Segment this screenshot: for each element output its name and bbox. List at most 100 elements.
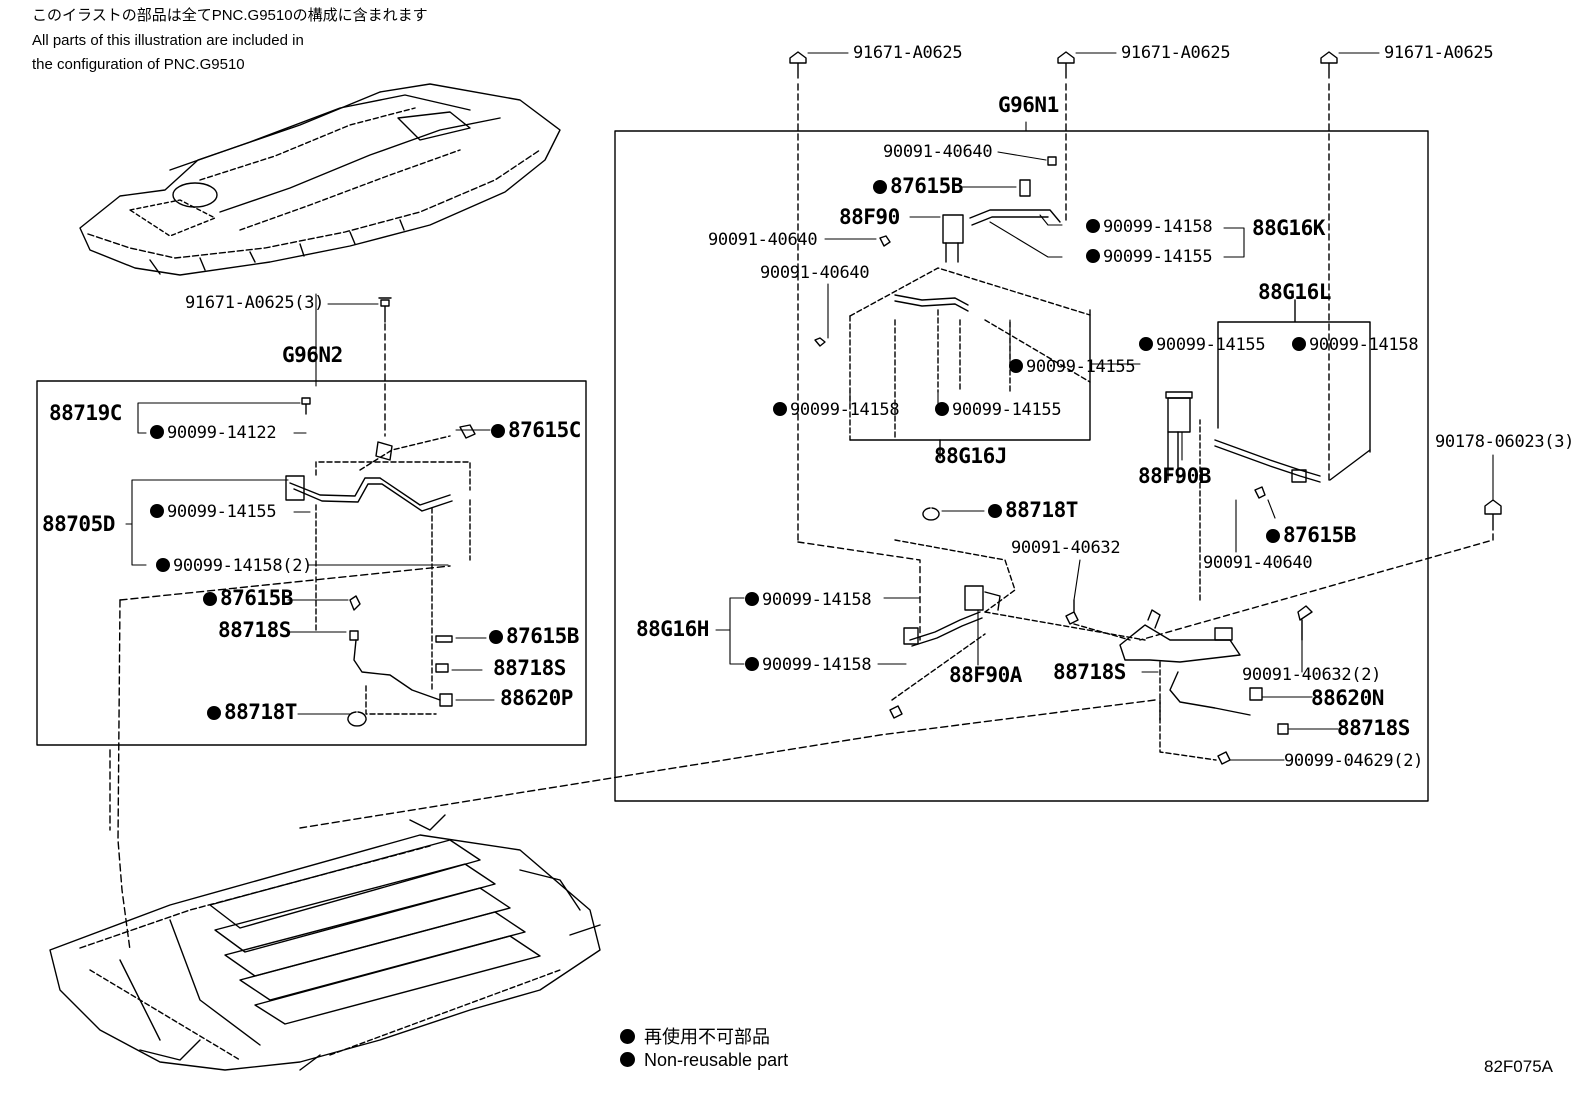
part-number: 90099-14155 — [952, 400, 1062, 420]
illustration-code: 82F075A — [1484, 1057, 1553, 1076]
group-box-left — [36, 380, 587, 746]
label-90099-14155: 90099-14155 — [150, 502, 277, 522]
part-number: 90099-14155 — [1026, 357, 1136, 377]
label-90178-06023-3: 90178-06023(3) — [1435, 432, 1575, 452]
note-english-line2: the configuration of PNC.G9510 — [32, 56, 245, 73]
note-english-line1: All parts of this illustration are inclu… — [32, 32, 304, 49]
non-reusable-mark — [491, 424, 505, 438]
part-number: 90099-14158 — [762, 590, 872, 610]
non-reusable-mark — [1139, 337, 1153, 351]
label-88718t-left: 88718T — [207, 700, 297, 724]
label-90091-40640-d: 90091-40640 — [1203, 553, 1313, 573]
legend-text: Non-reusable part — [644, 1050, 789, 1070]
label-91671-a0625-a: 91671-A0625 — [853, 43, 963, 63]
legend-non-reusable-jp: 再使用不可部品 — [620, 1023, 770, 1049]
label-91671-a0625-3: 91671-A0625(3) — [185, 293, 325, 313]
non-reusable-mark — [1292, 337, 1306, 351]
label-88620n: 88620N — [1311, 686, 1384, 710]
non-reusable-mark — [150, 504, 164, 518]
part-number: 90099-14122 — [167, 423, 277, 443]
non-reusable-mark — [489, 630, 503, 644]
label-88g16k: 88G16K — [1252, 216, 1325, 240]
non-reusable-mark — [1086, 219, 1100, 233]
label-87615b-right-b: 87615B — [1266, 523, 1356, 547]
note-japanese: このイラストの部品は全てPNC.G9510の構成に含まれます — [32, 7, 428, 24]
label-88f90: 88F90 — [839, 205, 900, 229]
label-88g16h: 88G16H — [636, 617, 709, 641]
label-88620p: 88620P — [500, 686, 573, 710]
label-90099-14158-d: 90099-14158 — [745, 590, 872, 610]
label-88718s-left-b: 88718S — [493, 656, 566, 680]
label-87615b-left-b: 87615B — [489, 626, 579, 647]
legend-dot — [620, 1052, 635, 1067]
label-88718t-right: 88718T — [988, 500, 1078, 521]
label-90099-14158-2: 90099-14158(2) — [156, 556, 312, 576]
non-reusable-mark — [935, 402, 949, 416]
non-reusable-mark — [745, 657, 759, 671]
part-number: 90099-14158 — [1103, 217, 1213, 237]
label-90099-14155-c: 90099-14155 — [1009, 357, 1136, 377]
part-number: 90099-14155 — [1103, 247, 1213, 267]
label-90091-40640-c: 90091-40640 — [760, 263, 870, 283]
part-number: 88718T — [224, 700, 297, 724]
label-90091-40632-2: 90091-40632(2) — [1242, 665, 1382, 685]
label-90099-04629-2: 90099-04629(2) — [1284, 751, 1424, 771]
battery-cover-illustration — [79, 83, 561, 276]
non-reusable-mark — [207, 706, 221, 720]
label-88705d: 88705D — [42, 512, 115, 536]
group-box-right — [614, 130, 1429, 802]
label-88g16l: 88G16L — [1258, 280, 1331, 304]
part-number: 90099-14158 — [1309, 335, 1419, 355]
part-number: 90099-14155 — [167, 502, 277, 522]
non-reusable-mark — [203, 592, 217, 606]
label-88719c: 88719C — [49, 401, 122, 425]
non-reusable-mark — [773, 402, 787, 416]
group-label-g96n1: G96N1 — [998, 93, 1059, 117]
label-88718s-left-a: 88718S — [218, 618, 291, 642]
right-group-drawing — [299, 51, 1502, 829]
left-group-drawing — [109, 297, 476, 951]
part-number: 87615B — [890, 174, 963, 198]
label-90091-40640-a: 90091-40640 — [883, 142, 993, 162]
label-90099-14158-c: 90099-14158 — [773, 400, 900, 420]
label-88718s-right-b: 88718S — [1337, 716, 1410, 740]
label-88718s-right-a: 88718S — [1053, 660, 1126, 684]
part-number: 87615C — [508, 418, 581, 442]
non-reusable-mark — [1009, 359, 1023, 373]
label-91671-a0625-c: 91671-A0625 — [1384, 43, 1494, 63]
label-88g16j: 88G16J — [934, 444, 1007, 468]
part-number: 90099-14158 — [790, 400, 900, 420]
non-reusable-mark — [150, 425, 164, 439]
label-88f90a: 88F90A — [949, 663, 1022, 687]
legend-text: 再使用不可部品 — [644, 1027, 770, 1047]
legend-non-reusable-en: Non-reusable part — [620, 1050, 788, 1071]
part-number: 90099-14158(2) — [173, 556, 313, 576]
non-reusable-mark — [1086, 249, 1100, 263]
part-number: 90099-14155 — [1156, 335, 1266, 355]
label-90099-14158-e: 90099-14158 — [745, 655, 872, 675]
label-90099-14158-a: 90099-14158 — [1086, 217, 1213, 237]
part-number: 87615B — [1283, 523, 1356, 547]
label-90091-40640-b: 90091-40640 — [708, 230, 818, 250]
non-reusable-mark — [988, 504, 1002, 518]
non-reusable-mark — [873, 180, 887, 194]
label-87615b-right-a: 87615B — [873, 174, 963, 198]
label-87615b-left-a: 87615B — [203, 586, 293, 610]
label-87615c: 87615C — [491, 418, 581, 442]
battery-pack-illustration — [49, 814, 601, 1071]
label-91671-a0625-b: 91671-A0625 — [1121, 43, 1231, 63]
label-90099-14122: 90099-14122 — [150, 423, 277, 443]
label-90091-40632: 90091-40632 — [1011, 538, 1121, 558]
label-90099-14155-d: 90099-14155 — [935, 400, 1062, 420]
label-90099-14155-b: 90099-14155 — [1139, 335, 1266, 355]
label-88f90b: 88F90B — [1138, 464, 1211, 488]
part-number: 90099-14158 — [762, 655, 872, 675]
part-number: 87615B — [220, 586, 293, 610]
non-reusable-mark — [1266, 529, 1280, 543]
non-reusable-mark — [156, 558, 170, 572]
label-90099-14158-b: 90099-14158 — [1292, 335, 1419, 355]
leader-lines-right — [715, 52, 1494, 761]
leader-lines-left — [125, 293, 495, 715]
label-90099-14155-a: 90099-14155 — [1086, 247, 1213, 267]
